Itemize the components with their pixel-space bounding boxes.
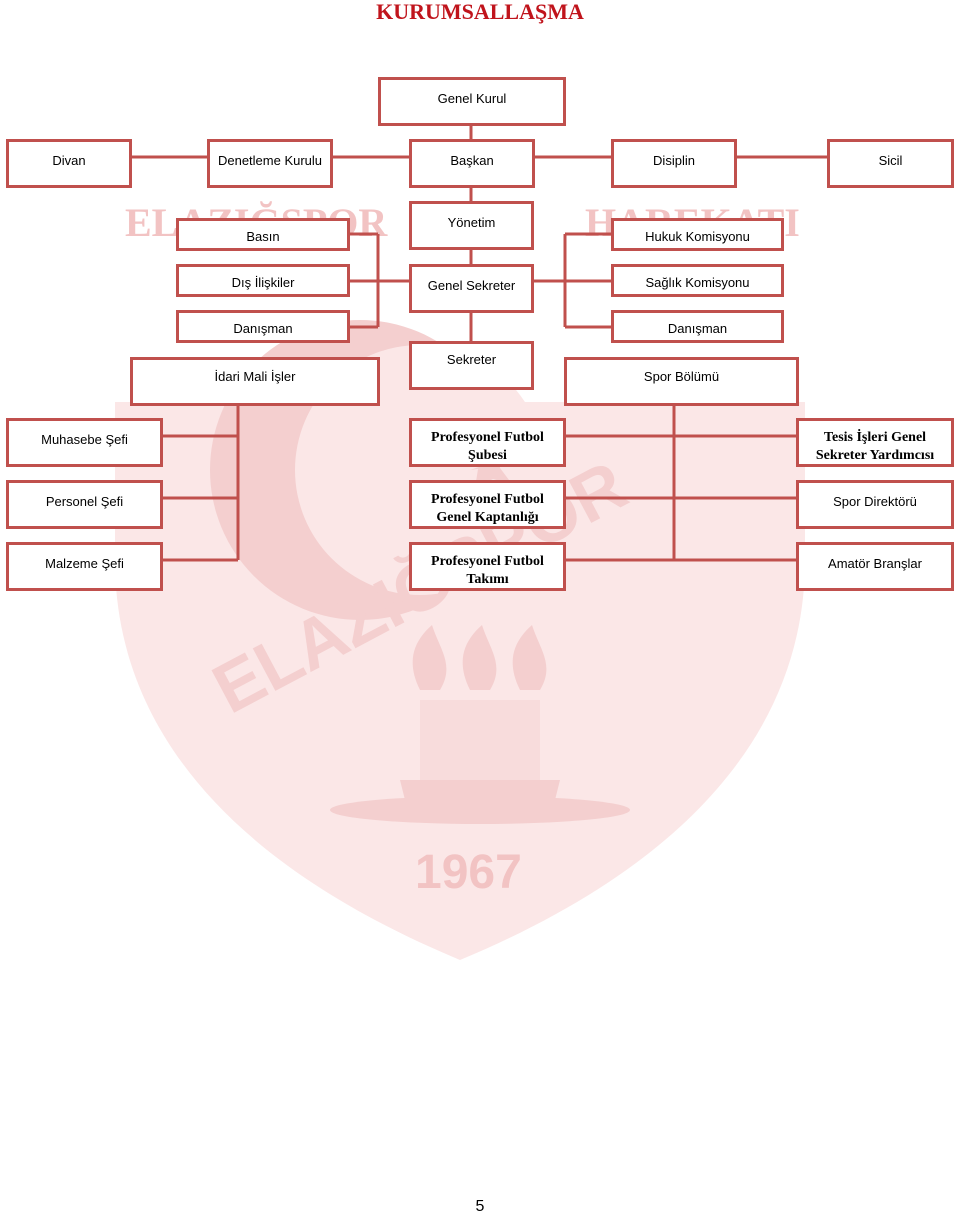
box-label: Hukuk Komisyonu	[645, 229, 750, 244]
box-label: Başkan	[450, 153, 494, 168]
box-amator-branslar: Amatör Branşlar	[796, 542, 954, 591]
box-yonetim: Yönetim	[409, 201, 534, 250]
watermark-year: 1967	[415, 846, 522, 899]
box-label: Spor Bölümü	[643, 369, 720, 384]
box-sekreter: Sekreter	[409, 341, 534, 390]
page-number: 5	[475, 1198, 485, 1215]
box-label: Danışman	[667, 321, 728, 336]
box-label: Sekreter	[446, 352, 497, 367]
box-label: İdari Mali İşler	[214, 369, 296, 384]
box-label: Amatör Branşlar	[828, 556, 922, 571]
box-label: Sağlık Komisyonu	[645, 275, 750, 290]
box-dis-iliskiler: Dış İlişkiler	[176, 264, 350, 297]
box-label: Disiplin	[653, 153, 695, 168]
box-personel-sefi: Personel Şefi	[6, 480, 163, 529]
box-pf-genel-kaptanligi: Profesyonel Futbol Genel Kaptanlığı	[409, 480, 566, 529]
box-saglik-komisyonu: Sağlık Komisyonu	[611, 264, 784, 297]
box-baskan: Başkan	[409, 139, 535, 188]
box-label: Danışman	[233, 321, 293, 336]
box-malzeme-sefi: Malzeme Şefi	[6, 542, 163, 591]
box-genel-kurul: Genel Kurul	[378, 77, 566, 126]
box-label: Basın	[246, 229, 280, 244]
page-title: KURUMSALLAŞMA	[376, 0, 584, 24]
box-pf-subesi: Profesyonel Futbol Şubesi	[409, 418, 566, 467]
box-spor-direktoru: Spor Direktörü	[796, 480, 954, 529]
box-idari-mali-isler: İdari Mali İşler	[130, 357, 380, 406]
box-label: Profesyonel Futbol Genel Kaptanlığı	[431, 492, 544, 525]
box-label: Malzeme Şefi	[45, 556, 124, 571]
box-label: Tesis İşleri Genel Sekreter Yardımcısı	[815, 430, 935, 463]
box-label: Muhasebe Şefi	[41, 432, 128, 447]
box-basin: Basın	[176, 218, 350, 251]
box-label: Yönetim	[447, 215, 496, 230]
box-hukuk-komisyonu: Hukuk Komisyonu	[611, 218, 784, 251]
box-pf-takimi: Profesyonel Futbol Takımı	[409, 542, 566, 591]
box-genel-sekreter: Genel Sekreter	[409, 264, 534, 313]
box-label: Dış İlişkiler	[231, 275, 295, 290]
box-label: Profesyonel Futbol Takımı	[431, 554, 544, 587]
box-disiplin: Disiplin	[611, 139, 737, 188]
box-danisman-left: Danışman	[176, 310, 350, 343]
box-danisman-right: Danışman	[611, 310, 784, 343]
box-label: Divan	[52, 153, 86, 168]
box-label: Genel Kurul	[437, 91, 507, 106]
box-label: Genel Sekreter	[427, 278, 516, 293]
box-label: Sicil	[878, 153, 903, 168]
box-tesis-isleri: Tesis İşleri Genel Sekreter Yardımcısı	[796, 418, 954, 467]
box-spor-bolumu: Spor Bölümü	[564, 357, 799, 406]
box-denetleme-kurulu: Denetleme Kurulu	[207, 139, 333, 188]
box-label: Spor Direktörü	[833, 494, 917, 509]
box-muhasebe-sefi: Muhasebe Şefi	[6, 418, 163, 467]
box-divan: Divan	[6, 139, 132, 188]
box-label: Personel Şefi	[45, 494, 124, 509]
box-label: Denetleme Kurulu	[217, 153, 323, 168]
box-label: Profesyonel Futbol Şubesi	[431, 430, 544, 463]
box-sicil: Sicil	[827, 139, 954, 188]
